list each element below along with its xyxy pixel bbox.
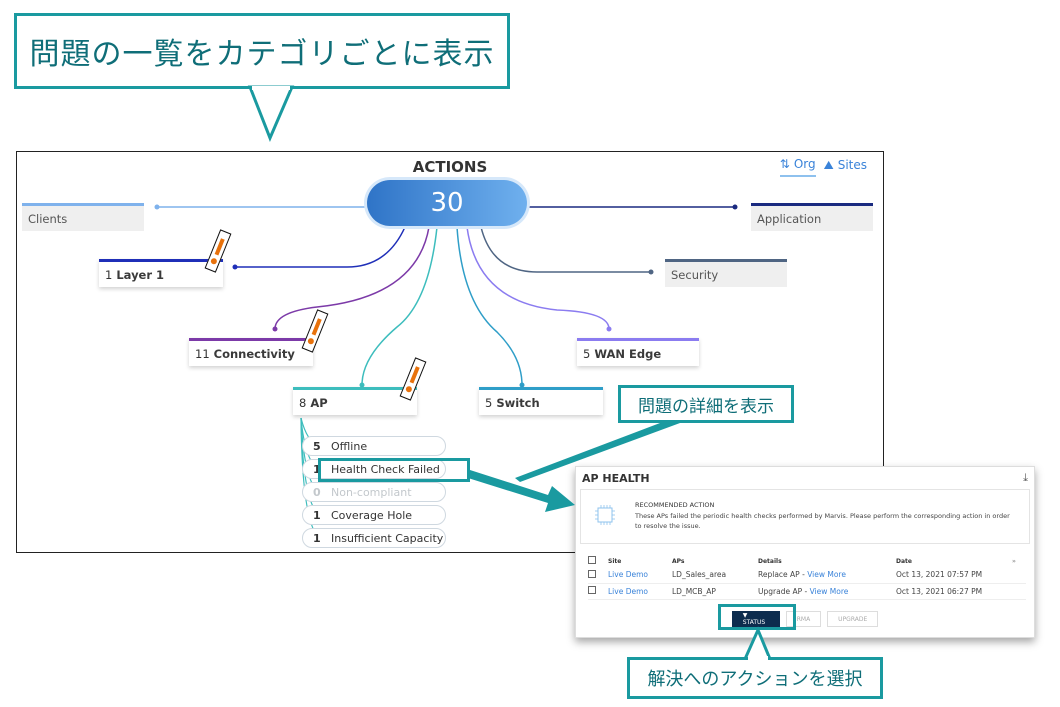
panel-title: ACTIONS [412,158,488,176]
category-ap[interactable]: 8 AP [293,387,417,415]
view-more-link[interactable]: View More [807,570,846,580]
total-actions-count[interactable]: 30 [367,180,527,226]
line-ap [361,226,438,386]
category-security[interactable]: Security [665,259,787,287]
subitem-count: 1 [313,508,321,522]
recommended-action-heading: RECOMMENDED ACTION [635,501,715,509]
category-label: Switch [496,395,540,410]
ap-subitem-coverage-hole[interactable]: 1 Coverage Hole [302,505,446,525]
category-count: 11 [195,346,210,361]
line-connectivity [274,226,430,330]
ap-health-card: AP HEALTH ⤓ RECOMMENDED ACTION These APs… [575,466,1035,638]
detail-text: Upgrade AP - [758,586,810,596]
toggle-sites-label: Sites [837,158,867,172]
category-count: 8 [299,395,307,410]
category-switch[interactable]: 5 Switch [479,387,603,415]
ap-health-title: AP HEALTH [582,472,650,485]
subitem-label: Health Check Failed [331,462,440,476]
upgrade-button[interactable]: UPGRADE [827,611,879,627]
subitem-label: Offline [331,439,368,453]
line-switch [456,226,523,386]
sort-icon: ⇅ [779,157,790,171]
toggle-sites[interactable]: ⛰ Sites [824,157,867,177]
table-row: Live Demo LD_Sales_area Replace AP - Vie… [588,567,1026,584]
download-icon[interactable]: ⤓ [1023,471,1028,484]
date-cell: Oct 13, 2021 07:57 PM [896,567,1012,584]
ap-subitem-non-compliant[interactable]: 0 Non-compliant [302,482,446,502]
category-label: Clients [28,211,68,226]
detail-text: Replace AP - [758,570,808,580]
details-cell: Upgrade AP - View More [758,583,896,600]
row-checkbox[interactable] [588,569,596,578]
subitem-count: 5 [313,439,321,453]
line-security [480,226,651,273]
recommended-action-box: RECOMMENDED ACTION These APs failed the … [580,489,1030,544]
category-label: Application [757,211,822,226]
view-toggle: ⇅ Org ⛰ Sites [779,157,867,177]
arrow-to-detail [468,470,575,512]
callout-category-list: 問題の一覧をカテゴリごとに表示 [14,13,510,89]
ap-health-table: Site APs Details Date » Live Demo LD_Sal… [588,555,1026,600]
category-wan-edge[interactable]: 5 WAN Edge [577,338,699,366]
site-link[interactable]: Live Demo [608,567,672,584]
highlight-health-check [318,458,470,482]
category-count: 5 [485,395,493,410]
category-label: AP [310,395,328,410]
category-layer1[interactable]: 1 Layer 1 [99,259,223,287]
subitem-count: 1 [313,531,321,545]
view-more-link[interactable]: View More [809,586,849,596]
category-label: Connectivity [213,346,295,361]
subitem-label: Coverage Hole [331,508,413,522]
line-wan-edge [466,226,610,330]
toggle-org-label: Org [793,157,816,171]
category-clients[interactable]: Clients [22,203,144,231]
col-details[interactable]: Details [758,557,782,565]
table-row: Live Demo LD_MCB_AP Upgrade AP - View Mo… [588,583,1026,600]
col-site[interactable]: Site [608,557,622,565]
ap-subitem-insufficient-capacity[interactable]: 1 Insufficient Capacity [302,528,446,548]
category-label: Security [671,267,719,282]
category-connectivity[interactable]: 11 Connectivity [189,338,313,366]
category-label: Layer 1 [116,267,165,282]
category-label: WAN Edge [594,346,662,361]
category-count: 5 [583,346,591,361]
highlight-status-button [718,604,796,630]
row-checkbox[interactable] [588,586,596,594]
details-cell: Replace AP - View More [758,567,896,584]
ap-subitem-offline[interactable]: 5 Offline [302,436,446,456]
status-dropdown-button[interactable]: ▼ STATUS [731,611,780,627]
col-date[interactable]: Date [896,557,912,565]
sites-map-icon: ⛰ [823,157,834,172]
category-application[interactable]: Application [751,203,873,231]
subitem-count: 1 [313,462,321,476]
site-link[interactable]: Live Demo [608,583,672,600]
subitem-label: Non-compliant [331,485,412,499]
expand-columns-icon[interactable]: » [1012,557,1016,565]
category-count: 1 [105,267,113,282]
subitem-count: 0 [313,485,321,499]
callout-select-action: 解決へのアクションを選択 [627,657,883,699]
chip-icon [595,505,615,525]
recommended-action-text: These APs failed the periodic health che… [635,512,1010,530]
select-all-checkbox[interactable] [588,556,596,564]
ap-name: LD_MCB_AP [672,583,758,600]
ap-name: LD_Sales_area [672,567,758,584]
callout-detail-tail [515,423,680,482]
toggle-org[interactable]: ⇅ Org [779,157,816,177]
callout-show-detail: 問題の詳細を表示 [618,385,794,423]
col-aps[interactable]: APs [672,557,685,565]
subitem-label: Insufficient Capacity [331,531,444,545]
line-layer1 [235,226,406,268]
date-cell: Oct 13, 2021 06:27 PM [896,583,1012,600]
